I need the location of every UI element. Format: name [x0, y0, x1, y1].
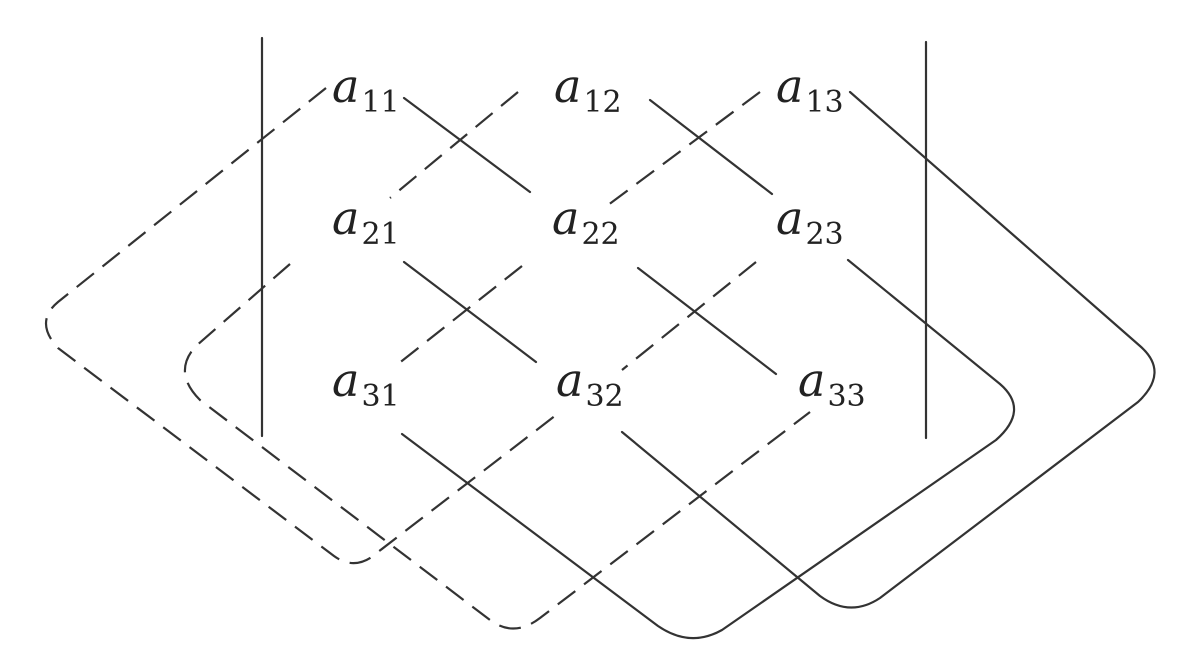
entry-symbol: a — [798, 353, 825, 407]
entry-symbol: a — [776, 59, 803, 113]
dashed-segment-a13-a22 — [603, 91, 761, 209]
entry-subscript: 21 — [361, 217, 399, 252]
entry-subscript: 23 — [805, 217, 843, 252]
entry-symbol: a — [776, 191, 803, 245]
solid-segment-a21-a32 — [402, 260, 538, 364]
dashed-segment-a22-a31 — [397, 265, 523, 365]
entry-subscript: 33 — [827, 379, 865, 414]
solid-segment-a22-a33 — [636, 266, 778, 376]
entry-a12: a12 — [554, 59, 622, 120]
entry-symbol: a — [332, 353, 359, 407]
solid-segment-a11-a22 — [402, 96, 532, 194]
entry-symbol: a — [332, 191, 359, 245]
entry-symbol: a — [332, 59, 359, 113]
solid-segment-a12-a23 — [648, 98, 774, 196]
entry-symbol: a — [556, 353, 583, 407]
entry-a32: a32 — [556, 353, 624, 414]
entry-a11: a11 — [332, 59, 400, 120]
solid-loop-a13-a21-a32 — [620, 90, 1156, 609]
entry-a23: a23 — [776, 191, 844, 252]
entry-subscript: 31 — [361, 379, 399, 414]
dashed-loop-a21-a33-a12 — [183, 263, 811, 630]
entry-subscript: 13 — [805, 85, 843, 120]
dashed-loop-a11-a23-a32 — [44, 87, 561, 565]
entry-subscript: 22 — [581, 217, 619, 252]
entry-subscript: 12 — [583, 85, 621, 120]
entry-a21: a21 — [332, 191, 400, 252]
solid-loop-a23-a31-a12 — [400, 258, 1016, 640]
dashed-segment-a23-a32 — [621, 261, 757, 371]
entry-symbol: a — [552, 191, 579, 245]
entry-a22: a22 — [552, 191, 620, 252]
matrix-entries: a11 a12 a13 a21 a22 a23 a31 a32 a33 — [332, 59, 866, 414]
entry-a13: a13 — [776, 59, 844, 120]
entry-symbol: a — [554, 59, 581, 113]
entry-a31: a31 — [332, 353, 400, 414]
dashed-segment-a12-a21 — [389, 91, 519, 199]
entry-a33: a33 — [798, 353, 866, 414]
entry-subscript: 11 — [361, 85, 399, 120]
entry-subscript: 32 — [585, 379, 623, 414]
